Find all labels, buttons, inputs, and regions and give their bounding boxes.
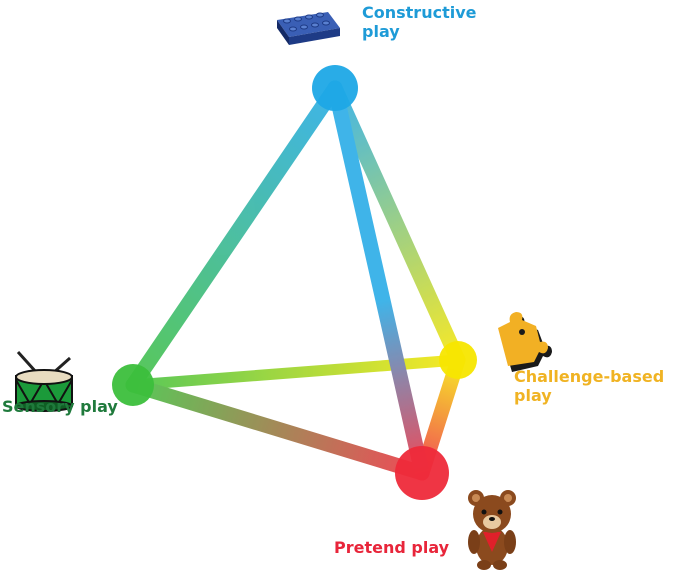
label-challenge-based-play: Challenge-based play (514, 367, 665, 405)
node-constructive (312, 65, 358, 111)
edge-constructive-pretend (327, 80, 430, 481)
drum-icon (15, 350, 73, 412)
puzzle-piece-icon (498, 312, 552, 372)
edge-sensory-pretend (125, 377, 430, 481)
label-pretend-play: Pretend play (334, 538, 450, 557)
teddy-bear-icon (468, 490, 516, 570)
edge-constructive-sensory (125, 80, 343, 393)
label-constructive-play: Constructive play (362, 3, 477, 41)
node-pretend (395, 446, 449, 500)
node-challenge (439, 341, 477, 379)
label-sensory-play: Sensory play (2, 397, 118, 416)
node-sensory (112, 364, 154, 406)
lego-brick-icon (277, 12, 340, 45)
edge-sensory-challenge (127, 354, 464, 391)
edge-constructive-challenge (327, 80, 466, 368)
